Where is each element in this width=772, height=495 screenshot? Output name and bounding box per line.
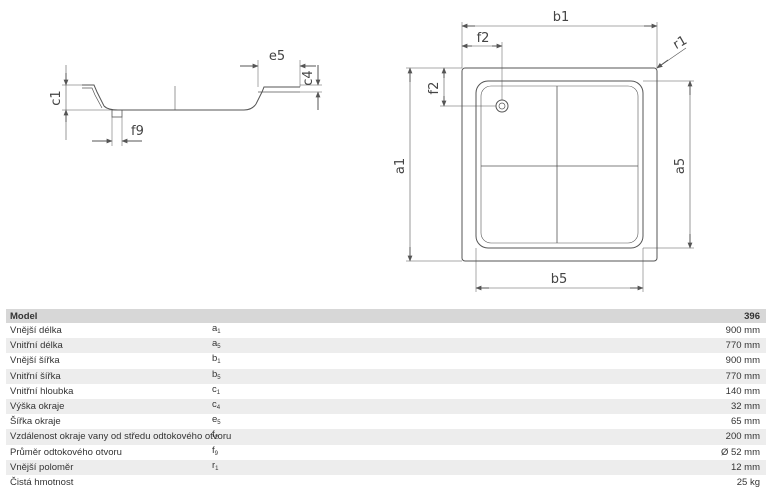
label-a1: a1 (393, 158, 408, 174)
table-row: Čistá hmotnost 25 kg (6, 475, 766, 490)
tray-inner-edge (475, 80, 644, 249)
label-c1: c1 (49, 90, 64, 105)
row-name: Vnitřní šířka (10, 370, 61, 382)
table-row: Vnitřní šířka b5 770 mm (6, 368, 766, 384)
technical-drawing: c1 e5 c4 f9 (49, 10, 694, 292)
table-row: Vnitřní délka a5 770 mm (6, 338, 766, 354)
drain-hole (495, 99, 509, 113)
row-name: Šířka okraje (10, 416, 61, 428)
table-row: Průměr odtokového otvoru f9 Ø 52 mm (6, 445, 766, 460)
row-name: Vnější šířka (10, 355, 60, 367)
label-b5: b5 (551, 272, 568, 287)
tray-outer-edge (461, 67, 658, 262)
row-name: Výška okraje (10, 401, 65, 413)
row-symbol: f9 (212, 444, 218, 457)
row-symbol: a1 (212, 323, 221, 336)
table-rows: Vnější délka a1 900 mm Vnitřní délka a5 770 m… (6, 323, 766, 490)
row-symbol: c1 (212, 383, 221, 396)
row-name: Čistá hmotnost (10, 476, 74, 488)
row-value: 770 mm (725, 340, 760, 352)
table-row: Vnější šířka b1 900 mm (6, 353, 766, 368)
row-value: 900 mm (725, 355, 760, 367)
row-value: Ø 52 mm (720, 446, 760, 458)
row-symbol: e5 (212, 414, 221, 427)
row-value: 900 mm (725, 325, 760, 337)
row-name: Vnitřní hloubka (10, 385, 74, 397)
side-section-view (62, 60, 322, 146)
tray-profile (82, 84, 300, 111)
row-value: 140 mm (725, 385, 760, 397)
table-header-row: Model 396 (6, 309, 766, 323)
row-value: 200 mm (725, 431, 760, 443)
header-model-value: 396 (744, 310, 760, 322)
row-symbol: b5 (212, 368, 221, 381)
header-model-label: Model (10, 310, 38, 322)
row-value: 65 mm (730, 416, 760, 428)
row-symbol: r1 (212, 459, 219, 472)
row-symbol: c4 (212, 399, 221, 412)
row-value: 25 kg (736, 476, 760, 488)
table-row: Vnější poloměr r1 12 mm (6, 459, 766, 475)
table-row: Vzdálenost okraje vany od středu odtokov… (6, 429, 766, 445)
row-name: Vzdálenost okraje vany od středu odtokov… (10, 431, 232, 443)
table-row: Šířka okraje e5 65 mm (6, 414, 766, 429)
row-name: Vnější poloměr (10, 461, 74, 473)
table-row: Vnější délka a1 900 mm (6, 323, 766, 338)
top-plan-view (406, 22, 694, 292)
row-value: 12 mm (730, 461, 760, 473)
row-symbol: b1 (212, 353, 221, 366)
table-row: Vnitřní hloubka c1 140 mm (6, 384, 766, 399)
row-value: 32 mm (730, 401, 760, 413)
row-value: 770 mm (725, 370, 760, 382)
row-name: Vnitřní délka (10, 340, 63, 352)
tray-profile-inner (82, 87, 103, 109)
row-name: Průměr odtokového otvoru (10, 446, 122, 458)
label-f2-vertical: f2 (427, 82, 442, 95)
label-b1: b1 (553, 10, 570, 25)
label-f2-horizontal: f2 (477, 31, 490, 46)
label-f9: f9 (131, 124, 144, 139)
table-row: Výška okraje c4 32 mm (6, 398, 766, 415)
label-r1: r1 (671, 33, 690, 53)
label-c4: c4 (301, 70, 316, 85)
row-symbol: a5 (212, 338, 221, 351)
drain-outlet (111, 109, 123, 118)
label-e5: e5 (269, 49, 285, 64)
row-name: Vnější délka (10, 325, 62, 337)
label-a5: a5 (673, 158, 688, 174)
row-symbol: f2 (212, 429, 218, 442)
